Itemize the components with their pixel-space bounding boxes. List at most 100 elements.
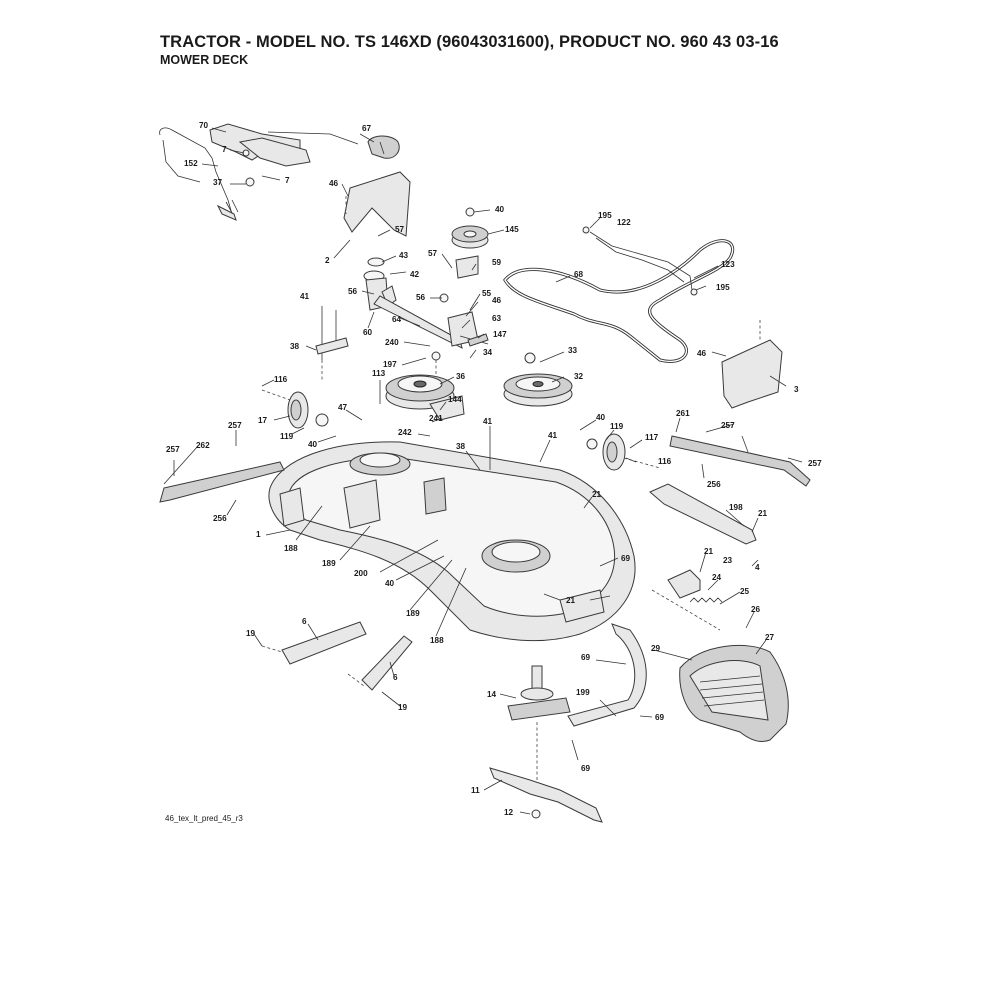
page-subtitle: MOWER DECK [160,53,249,67]
callout-7: 7 [222,145,227,154]
left-adjuster-rods-drawing [315,306,349,380]
callout-55: 55 [482,289,492,298]
callout-257: 257 [228,421,242,430]
callout-labels: 70 67 7 152 37 7 46 2 40 145 57 43 42 57… [166,121,822,817]
callout-6: 6 [393,673,398,682]
callout-152: 152 [184,159,198,168]
anti-scalp-bracket-center-drawing [361,635,413,691]
callout-21: 21 [758,509,768,518]
callout-145: 145 [505,225,519,234]
callout-147: 147 [493,330,507,339]
callout-240: 240 [385,338,399,347]
callout-40: 40 [495,205,505,214]
callout-29: 29 [651,644,661,653]
anti-scalp-bracket-left-drawing [281,621,367,665]
cutting-blade-drawing [489,767,603,823]
callout-7: 7 [285,176,290,185]
gauge-wheel-left-drawing [261,389,329,429]
belt-cover-right-drawing [721,339,783,409]
callout-57: 57 [428,249,438,258]
callout-4: 4 [755,563,760,572]
callout-56: 56 [348,287,358,296]
callout-46: 46 [492,296,502,305]
callout-144: 144 [448,395,462,404]
callout-23: 23 [723,556,733,565]
callout-25: 25 [740,587,750,596]
callout-116: 116 [274,375,288,384]
callout-262: 262 [196,441,210,450]
callout-21: 21 [566,596,576,605]
callout-119: 119 [280,432,294,441]
callout-123: 123 [721,260,735,269]
callout-195: 195 [716,283,730,292]
callout-24: 24 [712,573,722,582]
leader-lines [163,127,803,815]
callout-63: 63 [492,314,502,323]
callout-42: 42 [410,270,420,279]
discharge-chute-drawing [679,644,789,743]
callout-38: 38 [456,442,466,451]
callout-70: 70 [199,121,209,130]
callout-188: 188 [430,636,444,645]
callout-200: 200 [354,569,368,578]
deck-baffle-drawing [649,483,757,545]
callout-117: 117 [645,433,659,442]
callout-67: 67 [362,124,372,133]
callout-257: 257 [808,459,822,468]
callout-26: 26 [751,605,761,614]
callout-189: 189 [322,559,336,568]
callout-37: 37 [213,178,223,187]
callout-69: 69 [621,554,631,563]
callout-198: 198 [729,503,743,512]
callout-36: 36 [456,372,466,381]
blade-bolt-drawing [531,809,541,819]
callout-122: 122 [617,218,631,227]
drive-belt-drawing [503,239,735,363]
callout-116: 116 [658,457,672,466]
spindle-assembly-drawing [507,665,571,780]
callout-40: 40 [385,579,395,588]
callout-46: 46 [329,179,339,188]
callout-2: 2 [325,256,330,265]
callout-43: 43 [399,251,409,260]
callout-257: 257 [721,421,735,430]
callout-41: 41 [300,292,310,301]
callout-64: 64 [392,315,402,324]
callout-41: 41 [483,417,493,426]
callout-27: 27 [765,633,775,642]
callout-21: 21 [704,547,714,556]
callout-17: 17 [258,416,268,425]
callout-47: 47 [338,403,348,412]
callout-56: 56 [416,293,426,302]
belt-guard-left-drawing [343,171,411,237]
blade-guard-drawing [567,623,647,727]
callout-41: 41 [548,431,558,440]
callout-40: 40 [308,440,318,449]
callout-14: 14 [487,690,497,699]
callout-256: 256 [707,480,721,489]
chute-bracket-drawing [667,569,701,599]
lift-handle-grip-drawing [367,135,400,159]
callout-38: 38 [290,342,300,351]
gauge-wheel-right-drawing [586,433,661,471]
callout-32: 32 [574,372,584,381]
callout-19: 19 [398,703,408,712]
callout-1: 1 [256,530,261,539]
callout-119: 119 [610,422,624,431]
callout-60: 60 [363,328,373,337]
drawing-reference-code: 46_tex_lt_pred_45_r3 [165,814,243,823]
chute-spring-drawing [689,597,723,603]
hanger-bar-left-drawing [159,461,285,503]
callout-257: 257 [166,445,180,454]
callout-3: 3 [794,385,799,394]
callout-256: 256 [213,514,227,523]
idler-pulley-upper-drawing [451,207,489,279]
callout-11: 11 [471,786,480,795]
callout-242: 242 [398,428,412,437]
mandrel-pulley-center-drawing [385,374,465,421]
callout-261: 261 [676,409,690,418]
callout-69: 69 [581,764,591,773]
callout-199: 199 [576,688,590,697]
callout-57: 57 [395,225,405,234]
